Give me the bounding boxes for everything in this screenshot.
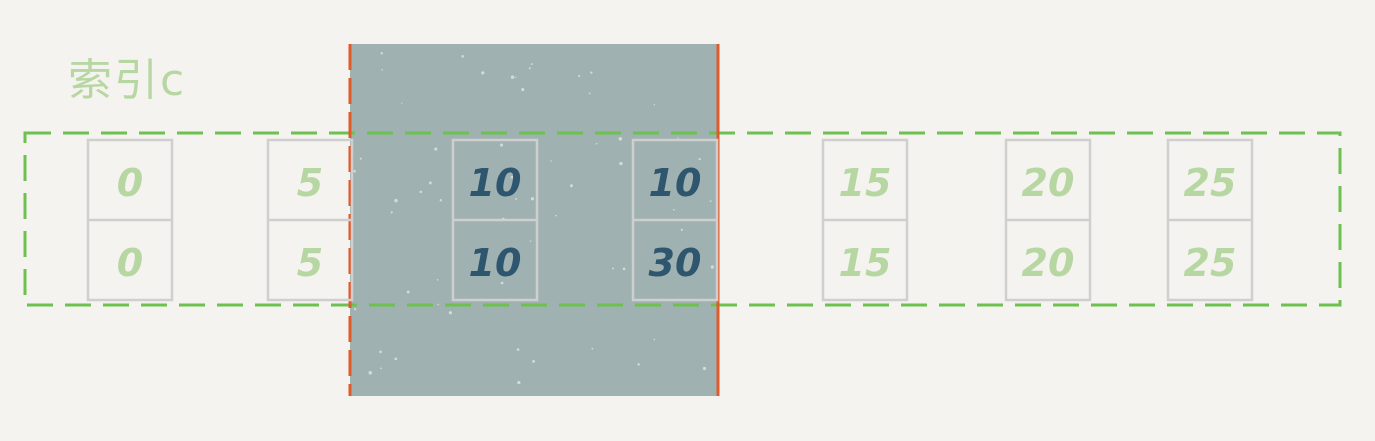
entry-top-value: 0 (117, 161, 143, 205)
entry-top-value: 20 (1022, 161, 1075, 205)
entry-top-value: 5 (297, 161, 323, 205)
entry-bottom-value: 30 (649, 241, 702, 285)
entry-bottom-value: 5 (297, 241, 323, 285)
index-entry: 25 25 (1166, 138, 1254, 302)
entry-bottom-value: 25 (1184, 241, 1237, 285)
entry-bottom-value: 0 (117, 241, 143, 285)
entry-bottom-value: 15 (839, 241, 892, 285)
entry-bottom-value: 20 (1022, 241, 1075, 285)
highlight-texture (353, 52, 714, 385)
index-entry: 55 (266, 138, 354, 302)
entry-bottom-value: 10 (469, 241, 522, 285)
index-entry: 10 30 (631, 138, 719, 302)
index-entry: 10 10 (451, 138, 539, 302)
entry-top-value: 25 (1184, 161, 1237, 205)
entry-top-value: 10 (649, 161, 702, 205)
index-c-label: 索引c (68, 55, 187, 106)
index-entry: 00 (86, 138, 174, 302)
entry-top-value: 15 (839, 161, 892, 205)
entry-top-value: 10 (469, 161, 522, 205)
dashed-index-frame (23, 131, 1342, 307)
